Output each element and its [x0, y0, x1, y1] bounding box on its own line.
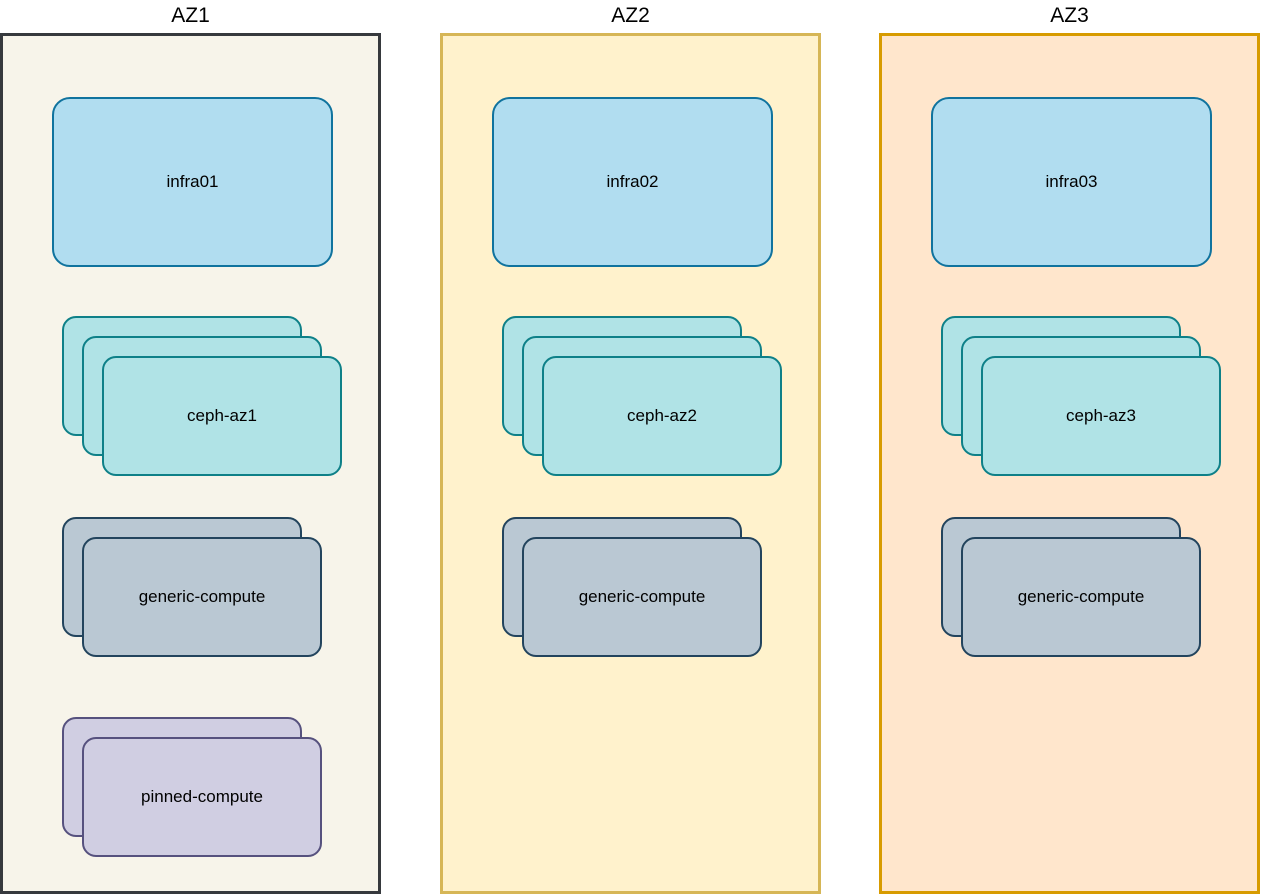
node-infra02: infra02 — [492, 97, 773, 267]
node-label: infra03 — [1045, 172, 1098, 191]
zone-title: AZ2 — [611, 4, 650, 27]
zone-container: infra02 ceph-az2 generic-compute — [440, 33, 821, 894]
node-stack-pinned-compute: pinned-compute — [62, 717, 322, 857]
node-stack-ceph-az2: ceph-az2 — [502, 316, 782, 476]
zone-container: infra01 ceph-az1 generic-compute pinned-com… — [0, 33, 381, 894]
node-label: infra02 — [606, 172, 659, 191]
node-stack-generic-compute: generic-compute — [62, 517, 322, 657]
availability-zone-az1: AZ1 infra01 ceph-az1 generic-compute pinned-… — [0, 0, 381, 896]
node-label: pinned-compute — [141, 787, 263, 806]
node-label: ceph-az1 — [187, 406, 257, 425]
node-pinned-compute: pinned-compute — [82, 737, 322, 857]
node-label: generic-compute — [1017, 587, 1145, 606]
node-generic-compute: generic-compute — [522, 537, 762, 657]
zone-container: infra03 ceph-az3 generic-compute — [879, 33, 1260, 894]
node-stack-ceph-az3: ceph-az3 — [941, 316, 1221, 476]
availability-zone-az2: AZ2 infra02 ceph-az2 generic-compute — [440, 0, 821, 896]
availability-zone-az3: AZ3 infra03 ceph-az3 generic-compute — [879, 0, 1260, 896]
node-generic-compute: generic-compute — [961, 537, 1201, 657]
node-label: generic-compute — [578, 587, 706, 606]
node-stack-ceph-az1: ceph-az1 — [62, 316, 342, 476]
zone-title: AZ1 — [171, 4, 210, 27]
node-ceph-az2: ceph-az2 — [542, 356, 782, 476]
node-label: ceph-az2 — [627, 406, 697, 425]
node-label: generic-compute — [138, 587, 266, 606]
node-stack-generic-compute: generic-compute — [941, 517, 1201, 657]
node-stack-generic-compute: generic-compute — [502, 517, 762, 657]
node-label: infra01 — [166, 172, 219, 191]
zone-title: AZ3 — [1050, 4, 1089, 27]
node-infra01: infra01 — [52, 97, 333, 267]
node-label: ceph-az3 — [1066, 406, 1136, 425]
node-generic-compute: generic-compute — [82, 537, 322, 657]
node-ceph-az3: ceph-az3 — [981, 356, 1221, 476]
node-ceph-az1: ceph-az1 — [102, 356, 342, 476]
node-infra03: infra03 — [931, 97, 1212, 267]
